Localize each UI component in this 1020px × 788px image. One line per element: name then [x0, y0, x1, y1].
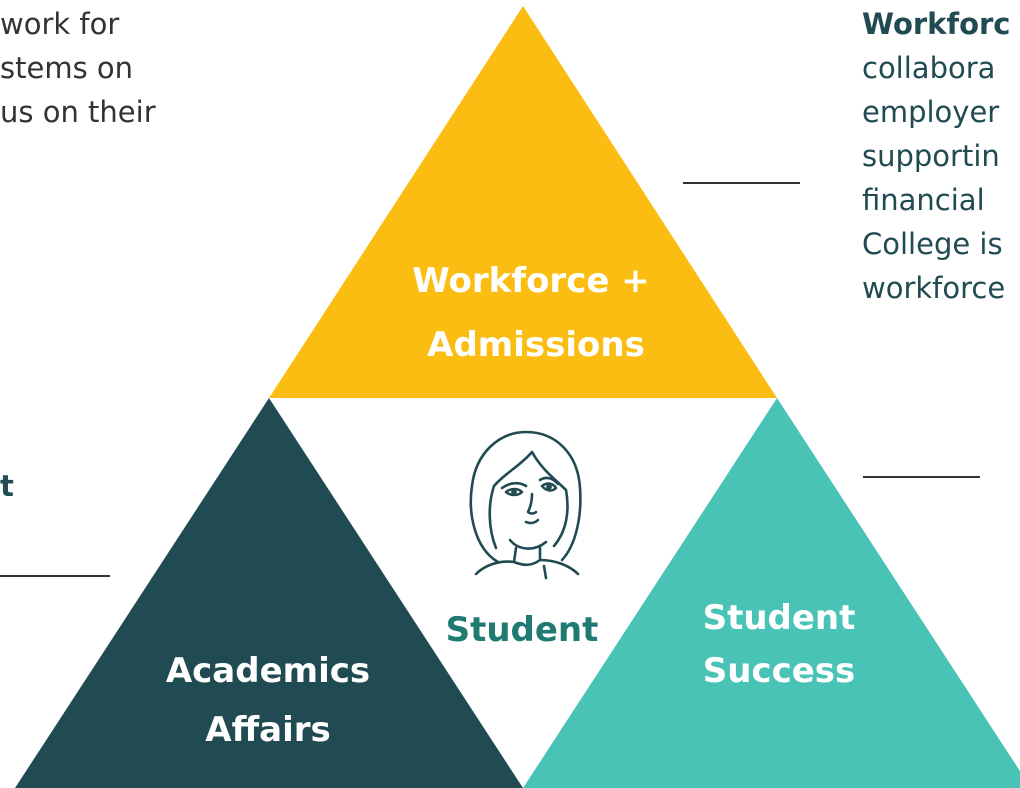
student-face-icon: [469, 430, 582, 580]
left-heading-fragment: t: [0, 469, 14, 503]
triangle-student-success: [523, 398, 1020, 788]
right-text-line: employer: [862, 95, 1000, 129]
student-center-label: Student: [446, 610, 599, 650]
success-label-line2: Success: [703, 651, 856, 691]
academics-label-line2: Affairs: [205, 710, 330, 750]
triangle-academics-affairs: [15, 398, 523, 788]
success-label-line1: Student: [703, 598, 856, 638]
academics-label-line1: Academics: [166, 651, 370, 691]
right-text-line: collabora: [862, 51, 996, 85]
left-text-line: us on their: [0, 95, 156, 129]
left-text-line: stems on: [0, 51, 134, 85]
right-description: Workforc collabora employer supportin fi…: [862, 2, 1011, 310]
right-text-line: supportin: [862, 139, 1000, 173]
right-text-line: financial: [862, 183, 985, 217]
right-text-line: workforce: [862, 271, 1006, 305]
workforce-label-line2: Admissions: [427, 325, 645, 365]
triangle-workforce-admissions: [269, 6, 777, 398]
left-text-line: work for: [0, 7, 120, 41]
right-text-line: College is: [862, 227, 1003, 261]
right-heading: Workforc: [862, 7, 1011, 41]
workforce-label-line1: Workforce +: [412, 261, 650, 301]
left-description: work for stems on us on their: [0, 2, 156, 134]
